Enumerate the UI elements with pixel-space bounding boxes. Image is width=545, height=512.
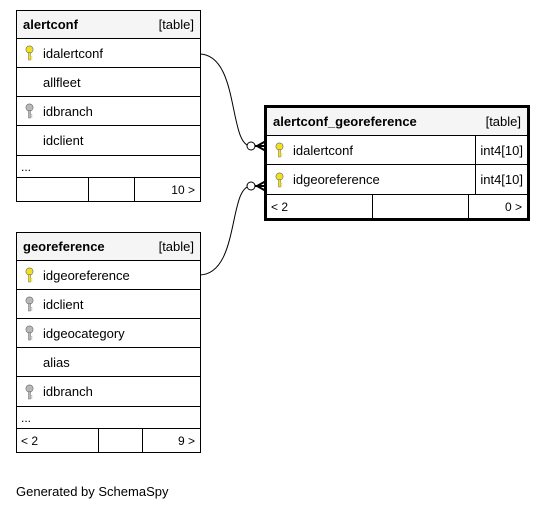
footer-parents-link[interactable]: < 2 bbox=[17, 429, 99, 452]
column-row[interactable]: allfleet bbox=[17, 68, 200, 97]
table-name: alertconf_georeference bbox=[273, 114, 417, 129]
primary-key-icon bbox=[17, 45, 41, 61]
column-row[interactable]: idbranch bbox=[17, 97, 200, 126]
table-kind: [table] bbox=[485, 114, 521, 129]
column-name: idgeocategory bbox=[43, 325, 125, 341]
foreign-key-icon bbox=[17, 103, 41, 119]
table-alertconf-georeference[interactable]: alertconf_georeference [table] idalertco… bbox=[264, 105, 530, 221]
column-name: idclient bbox=[43, 296, 84, 312]
relation-georeference-optional-marker bbox=[246, 181, 256, 191]
column-row[interactable]: idclient bbox=[17, 290, 200, 319]
table-kind: [table] bbox=[158, 239, 194, 254]
column-row[interactable]: idgeoreference int4[10] bbox=[267, 165, 527, 194]
primary-key-icon bbox=[267, 172, 291, 188]
table-footer: < 2 9 > bbox=[17, 429, 200, 452]
relation-georeference-line bbox=[198, 185, 252, 276]
footer-children-link[interactable]: 0 > bbox=[504, 199, 522, 214]
column-row[interactable]: idgeoreference bbox=[17, 261, 200, 290]
primary-key-icon bbox=[267, 142, 291, 158]
column-name: idalertconf bbox=[293, 142, 353, 158]
footer-middle bbox=[373, 195, 469, 218]
column-name: idbranch bbox=[43, 384, 93, 399]
column-row[interactable]: idbranch bbox=[17, 377, 200, 406]
generated-by-label: Generated by SchemaSpy bbox=[16, 484, 169, 499]
table-georeference[interactable]: georeference [table] idgeoreference idcli… bbox=[16, 232, 201, 453]
footer-children-link[interactable]: 9 > bbox=[177, 433, 195, 448]
table-footer: < 2 0 > bbox=[267, 194, 527, 218]
column-name: idgeoreference bbox=[293, 172, 380, 187]
column-row[interactable]: idclient bbox=[17, 126, 200, 155]
column-row[interactable]: alias bbox=[17, 348, 200, 377]
column-type: int4[10] bbox=[475, 136, 527, 164]
table-header[interactable]: alertconf_georeference [table] bbox=[267, 108, 527, 136]
footer-children-link[interactable]: 10 > bbox=[171, 182, 195, 197]
footer-middle bbox=[89, 178, 135, 201]
foreign-key-icon bbox=[17, 325, 41, 341]
table-header[interactable]: georeference [table] bbox=[17, 233, 200, 261]
column-type: int4[10] bbox=[475, 165, 527, 194]
column-name: idbranch bbox=[43, 103, 93, 119]
column-row[interactable]: idgeocategory bbox=[17, 319, 200, 348]
table-name: alertconf bbox=[23, 17, 78, 32]
table-header[interactable]: alertconf [table] bbox=[17, 11, 200, 39]
column-name: alias bbox=[43, 354, 70, 370]
relation-alertconf-line bbox=[198, 53, 252, 147]
foreign-key-icon bbox=[17, 384, 41, 400]
primary-key-icon bbox=[17, 267, 41, 283]
footer-parents-link[interactable]: < 2 bbox=[267, 195, 373, 218]
column-name: allfleet bbox=[43, 74, 81, 90]
column-row[interactable]: idalertconf bbox=[17, 39, 200, 68]
footer-parents-link[interactable] bbox=[17, 178, 89, 201]
table-kind: [table] bbox=[158, 17, 194, 32]
table-name: georeference bbox=[23, 239, 105, 254]
foreign-key-icon bbox=[17, 296, 41, 312]
table-alertconf[interactable]: alertconf [table] idalertconf allfleet idb… bbox=[16, 10, 201, 202]
column-name: idalertconf bbox=[43, 45, 103, 61]
more-columns: ... bbox=[17, 156, 200, 178]
relation-alertconf-optional-marker bbox=[246, 141, 256, 151]
column-name: idgeoreference bbox=[43, 267, 130, 283]
column-name: idclient bbox=[43, 133, 84, 148]
more-columns: ... bbox=[17, 407, 200, 429]
column-row[interactable]: idalertconf int4[10] bbox=[267, 136, 527, 165]
table-footer: 10 > bbox=[17, 178, 200, 201]
footer-middle bbox=[99, 429, 143, 452]
